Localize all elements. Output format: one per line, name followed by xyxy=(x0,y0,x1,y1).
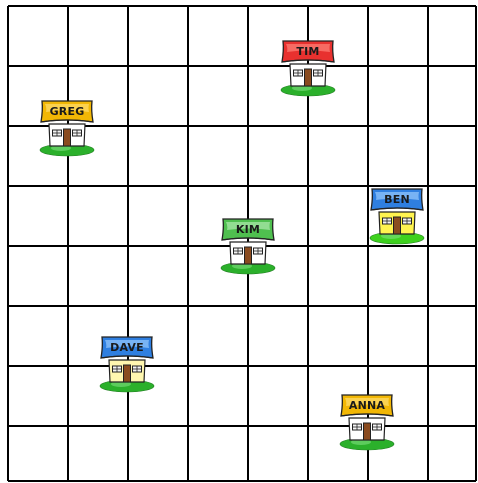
house-ben[interactable]: BEN xyxy=(367,184,427,246)
house-name-label: KIM xyxy=(218,223,278,236)
house-tim[interactable]: TIM xyxy=(278,36,338,98)
house-name-label: DAVE xyxy=(97,341,157,354)
house-greg[interactable]: GREG xyxy=(37,96,97,158)
house-name-label: TIM xyxy=(278,45,338,58)
house-kim[interactable]: KIM xyxy=(218,214,278,276)
house-dave[interactable]: DAVE xyxy=(97,332,157,394)
house-name-label: BEN xyxy=(367,193,427,206)
house-name-label: GREG xyxy=(37,105,97,118)
house-anna[interactable]: ANNA xyxy=(337,390,397,452)
house-name-label: ANNA xyxy=(337,399,397,412)
